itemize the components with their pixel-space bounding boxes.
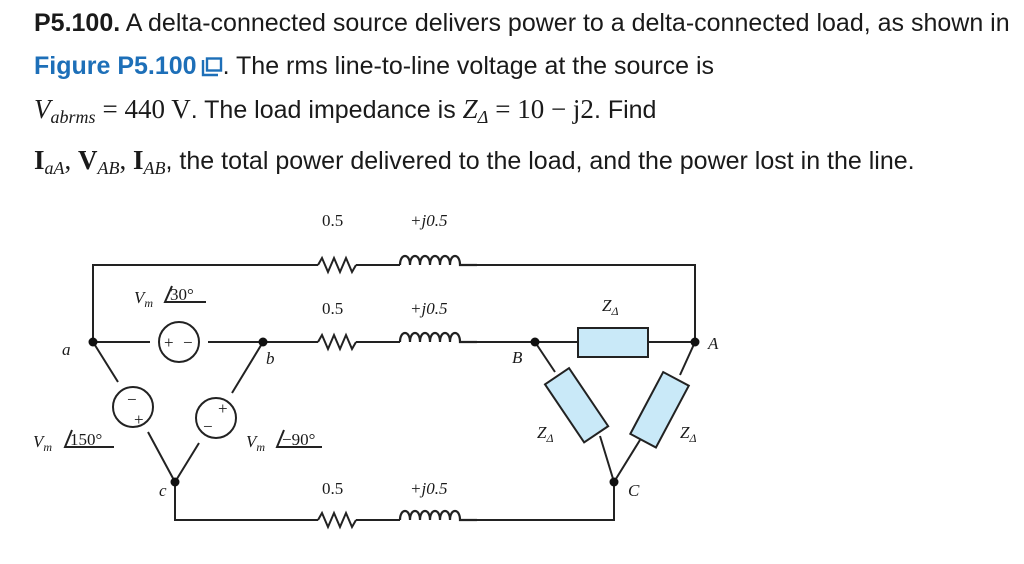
- source-ab-label: Vm 30°: [134, 285, 206, 310]
- svg-text:150°: 150°: [70, 430, 102, 449]
- label-r-top: 0.5: [322, 211, 343, 230]
- node-b-dot: [258, 337, 268, 347]
- figure-link[interactable]: Figure P5.100: [34, 52, 197, 80]
- source-delta-right: [174, 341, 264, 483]
- source-bc-minus: −: [203, 417, 213, 436]
- impedance-value: = 10 − j2: [495, 94, 594, 124]
- svg-text:−90°: −90°: [282, 430, 315, 449]
- label-node-b: b: [266, 349, 275, 368]
- label-node-A: A: [707, 334, 719, 353]
- svg-text:30°: 30°: [170, 285, 194, 304]
- voltage-source-ca: [112, 386, 154, 428]
- label-z-AB: ZΔ: [602, 296, 619, 318]
- source-delta-left: [92, 341, 176, 483]
- label-node-C: C: [628, 481, 640, 500]
- intro-text: A delta-connected source delivers power …: [125, 9, 1010, 37]
- source-ca-minus: −: [127, 390, 137, 409]
- voltage-subscript: abrms: [50, 107, 96, 127]
- svg-text:Vm: Vm: [246, 432, 265, 454]
- label-l-bot: +j0.5: [410, 479, 447, 498]
- svg-text:Vm: Vm: [33, 432, 52, 454]
- source-bc-label: Vm −90°: [246, 429, 322, 454]
- current-AB-subscript: AB: [143, 158, 166, 178]
- source-ca-plus: +: [134, 410, 144, 429]
- impedance-subscript: Δ: [477, 107, 489, 127]
- label-r-bot: 0.5: [322, 479, 343, 498]
- load-impedance-CA: [628, 370, 691, 449]
- label-node-B: B: [512, 348, 523, 367]
- load-delta-right: [613, 341, 696, 483]
- voltage-symbol: V: [34, 94, 51, 124]
- label-z-CA: ZΔ: [680, 423, 697, 445]
- external-link-icon[interactable]: [201, 57, 223, 77]
- find-text: . Find: [593, 96, 657, 124]
- voltage-value: = 440 V: [102, 94, 191, 124]
- current-AB-symbol: I: [133, 145, 144, 175]
- label-l-mid: +j0.5: [410, 299, 447, 318]
- inductor-mid: [398, 331, 477, 344]
- node-B-dot: [530, 337, 540, 347]
- label-node-c: c: [159, 481, 167, 500]
- bot-wire: [174, 482, 615, 521]
- voltage-source-bc: [195, 397, 237, 439]
- impedance-symbol: Z: [462, 94, 478, 124]
- current-aA-symbol: I: [34, 145, 45, 175]
- resistor-bot: [317, 510, 357, 530]
- voltage-AB-subscript: AB: [97, 158, 120, 178]
- impedance-text: . The load impedance is: [190, 96, 456, 124]
- node-a-dot: [88, 337, 98, 347]
- inductor-bot: [398, 509, 477, 522]
- voltage-AB-symbol: V: [78, 145, 98, 175]
- source-ab-plus: +: [164, 333, 174, 352]
- problem-statement: P5.100. A delta-connected source deliver…: [34, 9, 1010, 178]
- resistor-top: [317, 255, 357, 275]
- rest-text: , the total power delivered to the load,…: [165, 147, 915, 175]
- source-bc-plus: +: [218, 399, 228, 418]
- top-wire: [92, 264, 696, 342]
- svg-text:Vm: Vm: [134, 288, 153, 310]
- label-r-mid: 0.5: [322, 299, 343, 318]
- node-A-dot: [690, 337, 700, 347]
- problem-number: P5.100.: [34, 9, 121, 37]
- node-c-dot: [170, 477, 180, 487]
- source-ca-label: Vm 150°: [33, 429, 114, 454]
- label-l-top: +j0.5: [410, 211, 447, 230]
- node-C-dot: [609, 477, 619, 487]
- load-delta-left: [534, 341, 615, 483]
- load-impedance-BC: [543, 366, 610, 444]
- voltage-source-ab: [158, 321, 200, 363]
- sentence-two: . The rms line-to-line voltage at the so…: [222, 52, 715, 80]
- source-ab-minus: −: [183, 333, 193, 352]
- load-impedance-AB: [577, 327, 649, 358]
- inductor-top: [398, 254, 477, 267]
- resistor-mid: [317, 332, 357, 352]
- label-z-BC: ZΔ: [537, 423, 554, 445]
- label-node-a: a: [62, 340, 71, 359]
- current-aA-subscript: aA: [44, 158, 65, 178]
